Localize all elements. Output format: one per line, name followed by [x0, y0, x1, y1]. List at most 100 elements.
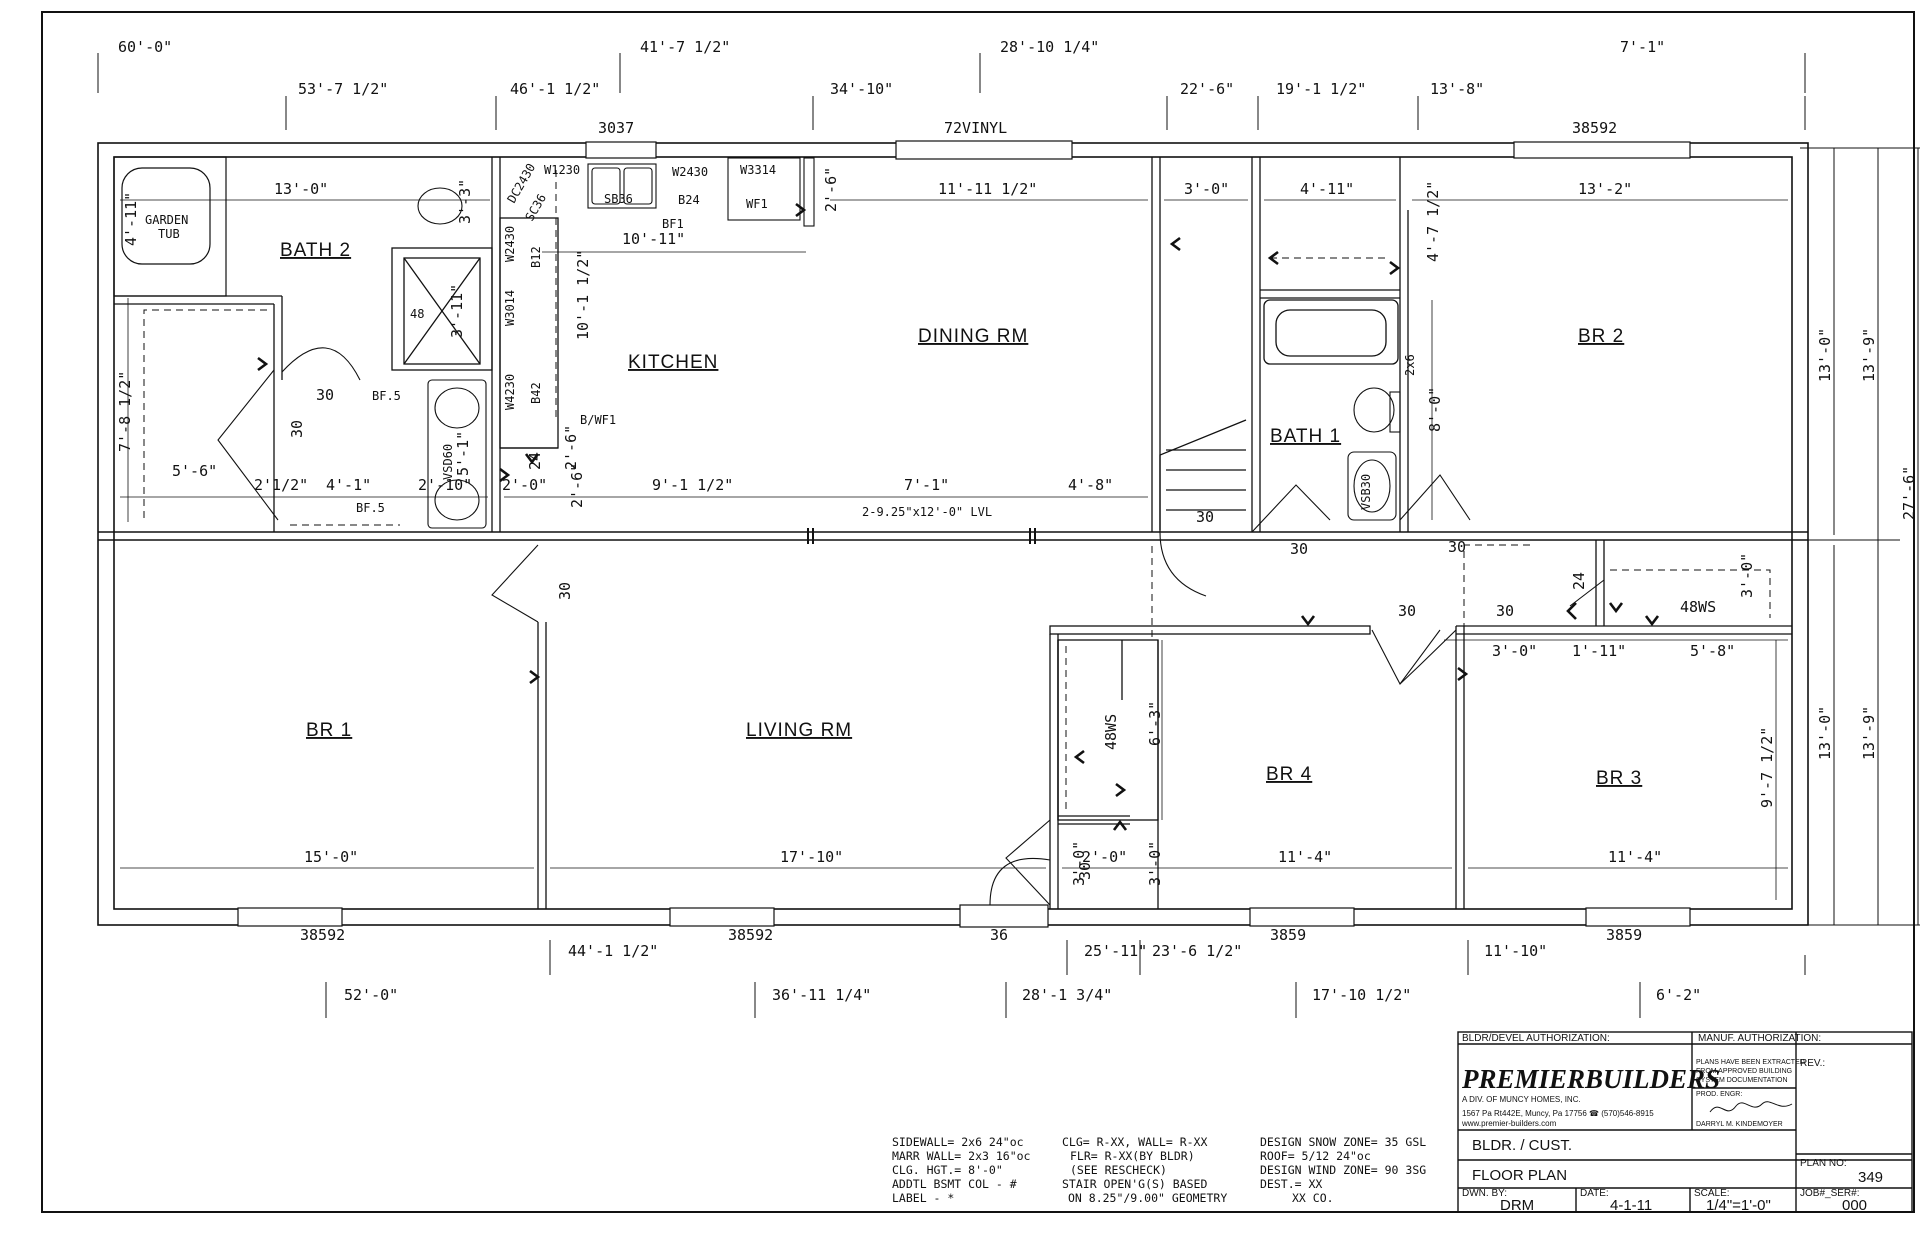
wf1-label: WF1: [746, 197, 768, 211]
note-3-4: DEST.= XX: [1260, 1177, 1322, 1191]
bottom-dim-2d: 17'-10 1/2": [1312, 986, 1411, 1004]
exterior-walls: [97, 142, 1809, 926]
top-dim-1c: 28'-10 1/4": [1000, 38, 1099, 56]
vanity-label: VSB30: [1359, 474, 1373, 510]
lvl-beam-markers: [807, 528, 1036, 544]
tb-plans-note-1: PLANS HAVE BEEN EXTRACTED: [1696, 1059, 1805, 1066]
door-10: 24: [526, 452, 544, 470]
tb-date-label: DATE:: [1580, 1188, 1609, 1199]
door-14: 2x6: [1403, 354, 1417, 376]
door-12: 48WS: [1680, 598, 1716, 616]
idim-26: 2'-0": [1082, 848, 1127, 866]
window-bottom-2: 38592: [728, 926, 773, 944]
tb-floor-plan: FLOOR PLAN: [1472, 1167, 1567, 1184]
idim-3: 3'-11": [448, 284, 466, 338]
cab-b42: B42: [529, 382, 543, 404]
idim-5: 5'-6": [172, 462, 217, 480]
tb-bldr-cust: BLDR. / CUST.: [1472, 1137, 1572, 1154]
note-1-5: LABEL - *: [892, 1191, 954, 1205]
door-2: 30: [556, 582, 574, 600]
idim-34: 3'-0": [1492, 642, 1537, 660]
cab-w2430a: W2430: [672, 165, 708, 179]
window-bottom-5: 3859: [1606, 926, 1642, 944]
idim-31: 1'-11": [1572, 642, 1626, 660]
tb-date: 4-1-11: [1610, 1197, 1652, 1214]
note-2-3: (SEE RESCHECK): [1070, 1163, 1167, 1177]
idim-33: 3'-0": [1738, 553, 1756, 598]
note-3-3: DESIGN WIND ZONE= 90 3SG: [1260, 1163, 1426, 1177]
tb-prod-engr: PROD. ENGR:: [1696, 1091, 1742, 1098]
note-2-5: ON 8.25"/9.00" GEOMETRY: [1068, 1191, 1227, 1205]
note-3-5: XX CO.: [1292, 1191, 1334, 1205]
shower-label: 48: [410, 307, 424, 321]
lvl-label: 2-9.25"x12'-0" LVL: [862, 505, 992, 519]
tb-bldr-auth: BLDR/DEVEL AUTHORIZATION:: [1462, 1033, 1610, 1044]
dimension-ticks: [97, 53, 1920, 1018]
idim-13: 2'-6": [822, 167, 840, 212]
idim-24: 15'-0": [304, 848, 358, 866]
door-6: 30: [1398, 602, 1416, 620]
room-dining: DINING RM: [918, 326, 1028, 347]
window-top-2: 72VINYL: [944, 119, 1007, 137]
cab-sc36: SC36: [522, 191, 549, 223]
idim-21: 4'-7 1/2": [1424, 181, 1442, 262]
note-2-1: CLG= R-XX, WALL= R-XX: [1062, 1135, 1207, 1149]
note-3-2: ROOF= 5/12 24"oc: [1260, 1149, 1371, 1163]
idim-35: 3'-0": [1070, 841, 1088, 886]
room-br-2: BR 2: [1578, 326, 1624, 347]
idim-10: 2'-6": [568, 463, 586, 508]
engineer-signature: [1709, 1101, 1793, 1113]
note-1-1: SIDEWALL= 2x6 24"oc: [892, 1135, 1024, 1149]
right-dim-1: 13'-0": [1816, 328, 1834, 382]
bath-fixtures: [417, 187, 1401, 529]
idim-28: 11'-4": [1608, 848, 1662, 866]
right-dim-5: 13'-9": [1860, 706, 1878, 760]
tb-scale-label: SCALE:: [1694, 1188, 1730, 1199]
top-dim-2d: 22'-6": [1180, 80, 1234, 98]
idim-2: 3'-3": [456, 179, 474, 224]
cab-bf5b: BF.5: [356, 501, 385, 515]
idim-29: 9'-7 1/2": [1758, 727, 1776, 808]
tb-job: 000: [1842, 1197, 1867, 1214]
idim-0: 13'-0": [274, 180, 328, 198]
tb-job-label: JOB#_SER#:: [1800, 1188, 1859, 1199]
interior-dimension-lines: [120, 199, 1788, 900]
note-1-3: CLG. HGT.= 8'-0": [892, 1163, 1003, 1177]
door-0: 30: [316, 386, 334, 404]
idim-6: 2'1/2": [254, 476, 308, 494]
vanity2-label: VSD60: [441, 444, 455, 480]
window-bottom-1: 38592: [300, 926, 345, 944]
right-dim-4: 13'-0": [1816, 706, 1834, 760]
right-dim-3: 27'-6": [1900, 466, 1918, 520]
idim-15: 9'-1 1/2": [652, 476, 733, 494]
idim-36: 5'-1": [454, 431, 472, 476]
top-dim-2f: 13'-8": [1430, 80, 1484, 98]
door-1: 30: [288, 420, 306, 438]
idim-11: 10'-11": [622, 230, 685, 248]
idim-27: 11'-4": [1278, 848, 1332, 866]
swing-arrows: [257, 202, 1660, 831]
idim-30: 3'-0": [1146, 841, 1164, 886]
dashed-lines: [143, 170, 1771, 810]
title-block: BLDR/DEVEL AUTHORIZATION: MANUF. AUTHORI…: [1457, 1031, 1913, 1214]
top-dim-2c: 34'-10": [830, 80, 893, 98]
top-dim-2b: 46'-1 1/2": [510, 80, 600, 98]
cab-b12: B12: [529, 246, 543, 268]
door-swings: [217, 347, 1605, 906]
cab-w2430b: W2430: [503, 226, 517, 262]
idim-32: 5'-8": [1690, 642, 1735, 660]
tb-manuf-auth: MANUF. AUTHORIZATION:: [1698, 1033, 1821, 1044]
bottom-dim-2c: 28'-1 3/4": [1022, 986, 1112, 1004]
door-5: 30: [1448, 538, 1466, 556]
garden-tub-label-2: TUB: [158, 227, 180, 241]
bottom-dim-1a: 44'-1 1/2": [568, 942, 658, 960]
room-bath-2: BATH 2: [280, 240, 351, 261]
garden-tub-label-1: GARDEN: [145, 213, 188, 227]
top-dim-2e: 19'-1 1/2": [1276, 80, 1366, 98]
idim-4: 7'-8 1/2": [116, 371, 134, 452]
room-bath-1: BATH 1: [1270, 426, 1341, 447]
idim-22: 8'-0": [1426, 387, 1444, 432]
bottom-dim-1b: 25'-11": [1084, 942, 1147, 960]
door-8: 30: [1076, 862, 1094, 880]
room-living: LIVING RM: [746, 720, 852, 741]
